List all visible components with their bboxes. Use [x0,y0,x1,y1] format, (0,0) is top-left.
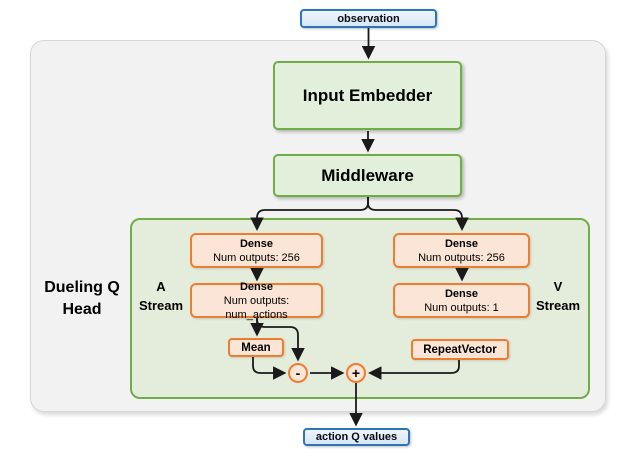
mean-label: Mean [241,341,271,354]
action-q-values-node: action Q values [303,428,410,446]
a-stream-label: A Stream [133,277,189,315]
repeat-vector-label: RepeatVector [423,343,497,356]
a-stream-dense1-subtitle: Num outputs: 256 [213,251,300,264]
a-stream-label-line2: Stream [138,298,184,313]
repeat-vector-node: RepeatVector [411,339,509,360]
a-stream-dense1-title: Dense [239,237,274,250]
a-stream-dense2-node: Dense Num outputs: num_actions [190,280,323,321]
middleware-node: Middleware [273,154,462,197]
middleware-label: Middleware [321,165,414,185]
observation-node: observation [300,9,437,28]
observation-label: observation [337,12,400,25]
v-stream-label-line1: V [553,279,563,294]
add-operator-node: + [346,363,366,383]
dueling-q-head-label-line2: Head [62,301,102,318]
v-stream-label-line2: Stream [535,298,581,313]
input-embedder-node: Input Embedder [273,61,462,130]
v-stream-dense2-node: Dense Num outputs: 1 [393,283,530,318]
v-stream-dense2-title: Dense [444,287,479,300]
add-operator-label: + [351,365,361,381]
v-stream-label: V Stream [528,277,588,315]
a-stream-dense2-title: Dense [239,280,274,293]
dueling-q-head-label-line1: Dueling Q [44,279,120,296]
action-q-values-label: action Q values [315,431,398,443]
a-stream-dense2-subtitle: Num outputs: num_actions [223,294,290,321]
subtract-operator-label: - [295,365,301,381]
a-stream-dense1-node: Dense Num outputs: 256 [190,233,323,268]
v-stream-dense1-subtitle: Num outputs: 256 [418,251,505,264]
subtract-operator-node: - [288,363,308,383]
v-stream-dense1-node: Dense Num outputs: 256 [393,233,530,268]
v-stream-dense2-subtitle: Num outputs: 1 [424,301,499,314]
a-stream-label-line1: A [156,279,166,294]
dueling-q-head-label: Dueling Q Head [32,277,132,321]
input-embedder-label: Input Embedder [302,85,433,105]
mean-node: Mean [228,338,284,357]
v-stream-dense1-title: Dense [444,237,479,250]
